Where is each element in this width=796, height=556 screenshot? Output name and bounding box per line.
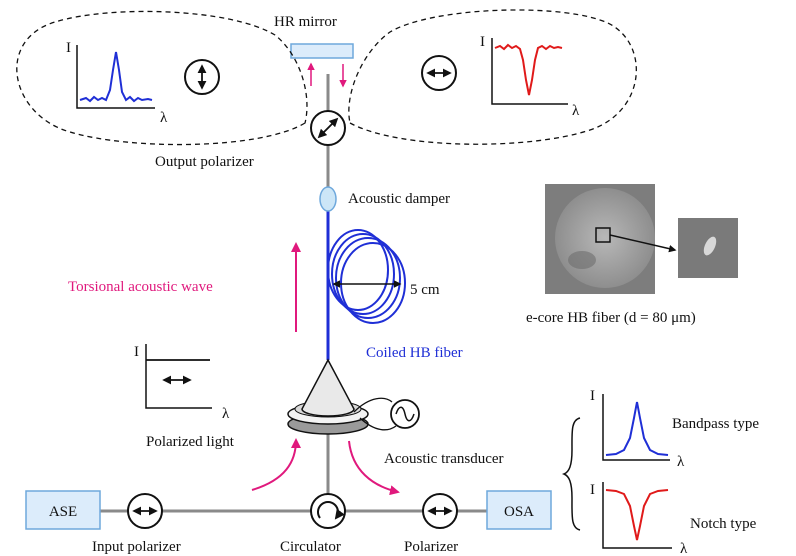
acoustic-damper-label: Acoustic damper <box>348 191 450 207</box>
output-polarizer-label: Output polarizer <box>155 154 254 170</box>
fiber-micrograph <box>545 184 655 294</box>
bandpass-plot: I λ <box>590 388 685 470</box>
polarizer-label: Polarizer <box>404 539 458 555</box>
right-bubble-notch-curve <box>494 43 563 96</box>
notch-lambda-label: λ <box>680 541 688 556</box>
ase-label: ASE <box>49 504 77 520</box>
left-bubble-i-label: I <box>66 40 71 56</box>
notch-plot: I λ <box>590 482 688 556</box>
polarized-light-plot: I λ <box>134 344 230 422</box>
vertical-polarization-icon <box>184 59 220 95</box>
micrograph-zoom-arrow <box>609 234 677 253</box>
acoustic-transducer-label: Acoustic transducer <box>384 451 504 467</box>
right-bubble <box>348 9 637 145</box>
input-polarizer <box>127 493 163 529</box>
fiber-core-zoom <box>678 218 738 278</box>
left-bubble-lambda-label: λ <box>160 110 168 126</box>
notch-curve <box>605 489 669 541</box>
bandpass-i-label: I <box>590 388 595 404</box>
input-polarizer-label: Input polarizer <box>92 539 181 555</box>
left-bubble-peak-curve <box>79 51 153 103</box>
right-bubble-plot: I λ <box>480 34 580 119</box>
ase-source <box>25 490 101 530</box>
circulator-label: Circulator <box>280 539 341 555</box>
bandpass-lambda-label: λ <box>677 454 685 470</box>
left-bubble-plot: I λ <box>66 40 168 126</box>
fiber-caption: e-core HB fiber (d = 80 μm) <box>526 310 696 326</box>
output-flow-arrow <box>348 440 400 496</box>
bandpass-curve <box>605 401 669 456</box>
right-bubble-lambda-label: λ <box>572 103 580 119</box>
acoustic-damper <box>319 186 337 212</box>
torsional-wave-label: Torsional acoustic wave <box>68 279 213 295</box>
polarized-light-label: Polarized light <box>146 434 235 450</box>
notch-type-label: Notch type <box>690 516 757 532</box>
osa-label: OSA <box>504 504 534 520</box>
horizontal-polarization-icon <box>421 55 457 91</box>
output-polarizer-bottom <box>422 493 458 529</box>
input-flow-arrow <box>251 438 301 491</box>
left-bubble <box>16 10 308 146</box>
fiber-coil <box>327 229 406 324</box>
bandpass-type-label: Bandpass type <box>672 416 759 432</box>
output-brace <box>561 417 581 531</box>
notch-i-label: I <box>590 482 595 498</box>
hr-mirror <box>290 43 354 59</box>
right-bubble-i-label: I <box>480 34 485 50</box>
coiled-fiber-label: Coiled HB fiber <box>366 345 463 361</box>
osa-analyzer <box>486 490 552 530</box>
circulator <box>310 493 346 529</box>
output-polarizer-arrow <box>317 117 339 139</box>
polarized-light-i-label: I <box>134 344 139 360</box>
polarized-light-lambda-label: λ <box>222 406 230 422</box>
hr-mirror-label: HR mirror <box>274 14 337 30</box>
acoustic-transducer <box>287 358 420 435</box>
coil-size-label: 5 cm <box>410 282 440 298</box>
